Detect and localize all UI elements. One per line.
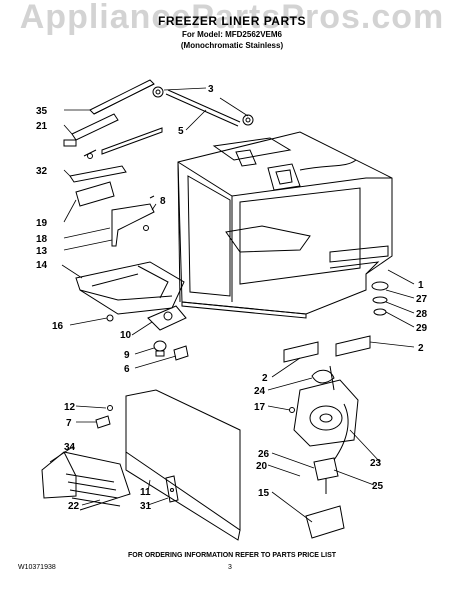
callout-20: 20: [256, 461, 268, 472]
rail-parts-drawing: [63, 79, 163, 247]
freezer-liner-drawing: [177, 131, 393, 319]
callout-23: 23: [370, 458, 382, 469]
callout-5: 5: [178, 126, 184, 137]
callout-15: 15: [258, 488, 270, 499]
callout-29: 29: [416, 323, 428, 334]
callout-32: 32: [36, 166, 48, 177]
callout-2-right: 2: [418, 343, 424, 354]
callout-17: 17: [254, 402, 266, 413]
callout-24: 24: [254, 386, 266, 397]
callout-16: 16: [52, 321, 64, 332]
callout-21: 21: [36, 121, 48, 132]
callout-19: 19: [36, 218, 48, 229]
callout-25: 25: [372, 481, 384, 492]
callout-7: 7: [66, 418, 72, 429]
callout-3: 3: [208, 84, 214, 95]
variant-line: (Monochromatic Stainless): [180, 41, 284, 50]
callout-35: 35: [36, 106, 48, 117]
callout-9: 9: [124, 350, 130, 361]
callout-28: 28: [416, 309, 428, 320]
shaft-drawing: [152, 86, 254, 127]
callout-12: 12: [64, 402, 76, 413]
diagram-title: FREEZER LINER PARTS: [158, 14, 306, 28]
callout-numbers: 35 21 32 19 18 13 14 16 10 9 6 12 7 34 2…: [36, 84, 428, 512]
callout-22: 22: [68, 501, 80, 512]
callout-8: 8: [160, 196, 166, 207]
callout-34: 34: [64, 442, 76, 453]
callout-1: 1: [418, 280, 424, 291]
bottom-panel-drawing: [41, 389, 241, 541]
callout-18: 18: [36, 234, 48, 245]
leader-lines: [49, 87, 415, 523]
callout-6: 6: [124, 364, 130, 375]
fan-assembly-drawing: [283, 281, 389, 539]
document-number: W10371938: [18, 564, 56, 571]
callout-31: 31: [140, 501, 152, 512]
callout-2-left: 2: [262, 373, 268, 384]
lamp-drawing: [147, 305, 189, 361]
callout-14: 14: [36, 260, 48, 271]
ordering-note: FOR ORDERING INFORMATION REFER TO PARTS …: [127, 552, 337, 559]
callout-27: 27: [416, 294, 428, 305]
callout-11: 11: [140, 487, 151, 498]
model-line: For Model: MFD2562VEM6: [181, 30, 282, 39]
page-number: 3: [228, 564, 232, 571]
callout-10: 10: [120, 330, 132, 341]
callout-26: 26: [258, 449, 270, 460]
callout-13: 13: [36, 246, 48, 257]
